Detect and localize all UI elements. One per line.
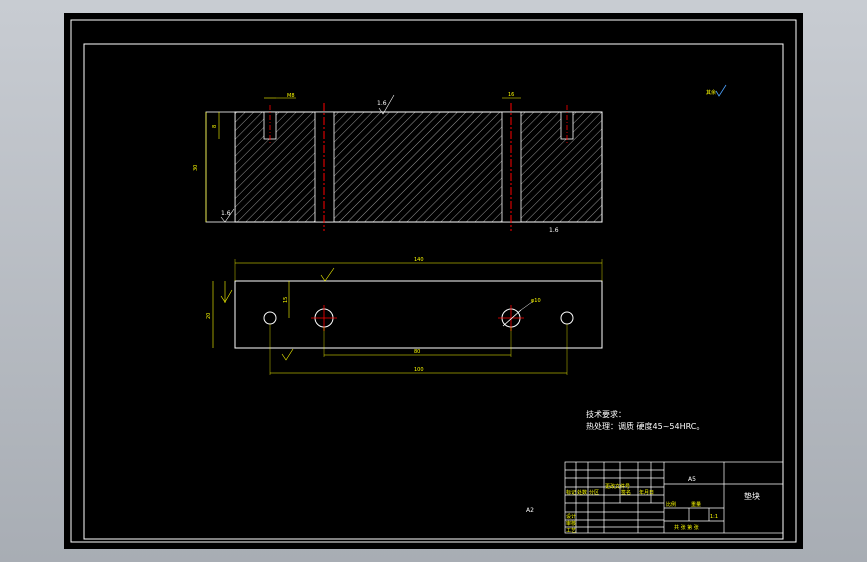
dim-hole-span-outer: 100 [414, 367, 424, 373]
dim-height: 30 [193, 165, 199, 171]
cad-viewport[interactable]: M8 16 30 8 1.6 1.6 1.6 其余 14 [64, 13, 803, 549]
plan-body [234, 280, 603, 349]
dim-top-width-left: M8 [287, 93, 295, 99]
scale-label: 比例 [666, 501, 676, 508]
title-row-label-3: 工艺 [566, 528, 576, 534]
material-code: A5 [688, 476, 696, 483]
tech-req-title: 技术要求： [586, 409, 626, 419]
title-row-label-2: 审核 [566, 520, 576, 527]
tech-req-line: 热处理：调质 硬度45~54HRC。 [586, 421, 704, 431]
title-col-label-3: 签名 [621, 489, 631, 496]
technical-requirements: 技术要求： 热处理：调质 硬度45~54HRC。 [586, 409, 704, 431]
section-view: M8 16 30 8 1.6 1.6 1.6 [193, 92, 603, 234]
sheet-size-label: A2 [526, 507, 534, 514]
roughness-left: 1.6 [221, 210, 231, 217]
dim-top-slot: 16 [508, 92, 514, 98]
title-row-label-0: 标记 [566, 489, 576, 496]
weight-label: 重量 [691, 501, 701, 508]
title-col-label-2: 更改文件号 [605, 483, 630, 490]
roughness-right: 1.6 [549, 227, 559, 234]
inner-frame [83, 43, 784, 540]
scale-value: 1:1 [710, 514, 718, 520]
dim-hole-span-inner: 80 [414, 349, 420, 355]
section-body [234, 111, 603, 223]
svg-text:其余: 其余 [706, 89, 716, 96]
hole-outer-left [263, 311, 277, 325]
cad-drawing-canvas: M8 16 30 8 1.6 1.6 1.6 其余 14 [70, 19, 797, 543]
dim-length-total: 140 [414, 257, 424, 263]
dim-left-offset: 15 [283, 297, 289, 303]
title-col-label-0: 处数 [577, 489, 587, 496]
title-col-label-1: 分区 [589, 489, 599, 496]
plan-view: 140 20 15 80 100 φ10 [206, 257, 603, 375]
title-block [564, 461, 784, 534]
roughness-top: 1.6 [377, 100, 387, 107]
roughness-other-note: 其余 [706, 84, 727, 97]
part-name: 垫块 [744, 491, 760, 501]
title-col-label-4: 年月日 [639, 489, 654, 496]
dim-depth: 8 [212, 125, 218, 128]
dim-hole-dia: φ10 [531, 298, 541, 304]
outer-frame [70, 19, 797, 543]
hole-outer-right [560, 311, 574, 325]
title-row-label-1: 设计 [566, 513, 576, 520]
dim-thickness: 20 [206, 313, 212, 319]
sheet-count-label: 共 张 第 张 [674, 524, 699, 531]
